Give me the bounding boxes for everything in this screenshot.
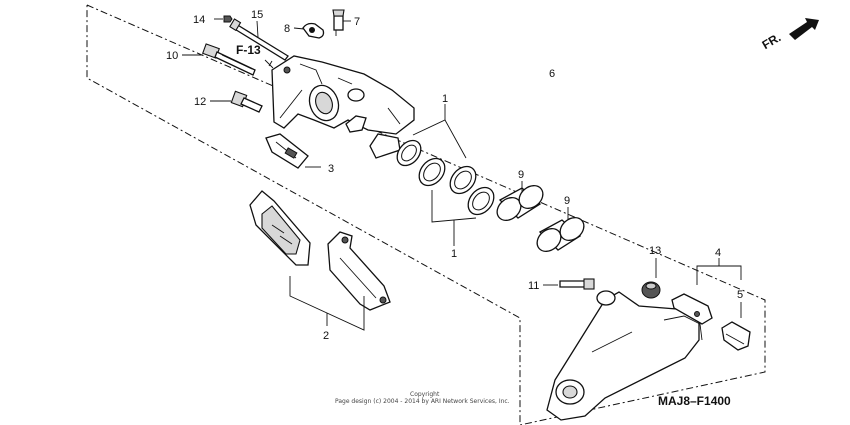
- part-label-1-bottom: 1: [451, 248, 457, 260]
- part-label-13: 13: [649, 245, 661, 257]
- part-7-bleeder-screw[interactable]: [332, 9, 345, 36]
- part-label-15: 15: [251, 9, 263, 21]
- part-8-bleeder-cap[interactable]: [302, 22, 325, 39]
- copyright-line-1: Copyright: [410, 391, 440, 398]
- part-label-12: 12: [194, 96, 206, 108]
- part-label-3: 3: [328, 163, 334, 175]
- part-label-8: 8: [284, 23, 290, 35]
- part-2-brake-pad-b[interactable]: [327, 231, 391, 311]
- part-13-bushing[interactable]: [641, 281, 661, 299]
- section-reference: F-13: [236, 43, 261, 57]
- part-label-10: 10: [166, 50, 178, 62]
- part-15-pin[interactable]: [229, 18, 289, 61]
- copyright-line-2: Page design (c) 2004 - 2014 by ARI Netwo…: [335, 398, 510, 405]
- part-1-seal-outer-a[interactable]: [392, 136, 425, 170]
- part-label-9-left: 9: [518, 169, 524, 181]
- caliper-body[interactable]: [271, 55, 415, 159]
- part-label-4: 4: [715, 247, 721, 259]
- part-9-piston-a[interactable]: [493, 181, 548, 225]
- part-14-cap[interactable]: [223, 15, 233, 23]
- diagram-code: MAJ8–F1400: [658, 394, 731, 408]
- part-label-14: 14: [193, 14, 205, 26]
- part-12-bolt[interactable]: [230, 90, 263, 113]
- part-3-pad-spring[interactable]: [265, 133, 309, 169]
- part-label-2: 2: [323, 330, 329, 342]
- part-1-seal-inner-b[interactable]: [463, 182, 499, 219]
- part-4-retainer[interactable]: [671, 293, 713, 325]
- assembly-boundary: [86, 4, 766, 425]
- part-label-11: 11: [528, 280, 539, 292]
- caliper-bracket[interactable]: [546, 290, 703, 421]
- part-label-7: 7: [354, 16, 360, 28]
- part-5-retainer-clip[interactable]: [721, 321, 751, 351]
- front-direction-arrow-icon: [789, 18, 819, 40]
- part-2-brake-pad-a[interactable]: [249, 190, 311, 266]
- part-1-seal-outer-b[interactable]: [445, 161, 481, 198]
- part-label-9-right: 9: [564, 195, 570, 207]
- part-label-1-top: 1: [442, 93, 448, 105]
- part-1-seal-inner-a[interactable]: [414, 153, 450, 190]
- part-11-bolt[interactable]: [559, 278, 595, 290]
- part-10-pin-bolt[interactable]: [202, 43, 256, 76]
- part-9-piston-b[interactable]: [533, 213, 589, 256]
- part-label-5: 5: [737, 289, 743, 301]
- direction-label: FR.: [760, 30, 784, 52]
- part-label-6: 6: [549, 68, 555, 80]
